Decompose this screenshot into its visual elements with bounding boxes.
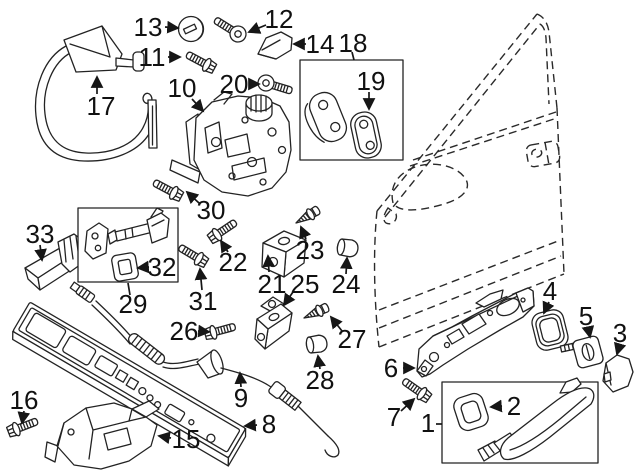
part-17-release-cable xyxy=(34,25,158,162)
callout-12: 12 xyxy=(265,4,294,34)
callout-2: 2 xyxy=(507,391,521,421)
callout-23: 23 xyxy=(296,235,325,265)
part-28-cap xyxy=(304,333,329,355)
callout-25: 25 xyxy=(291,269,320,299)
part-24-cap xyxy=(335,237,360,259)
part-7-bolt xyxy=(398,374,434,405)
kit-box-18 xyxy=(299,59,404,161)
part-1-door-handle xyxy=(477,377,595,462)
part-15-bracket xyxy=(44,400,160,470)
part-25-bracket xyxy=(254,296,293,350)
callout-6: 6 xyxy=(384,353,398,383)
callout-9: 9 xyxy=(234,383,248,413)
part-11-bolt xyxy=(182,47,219,76)
callout-1: 1 xyxy=(421,408,435,438)
callout-19: 19 xyxy=(357,66,386,96)
callout-labels: 13 12 11 14 18 19 17 10 20 30 33 32 29 3… xyxy=(10,4,628,454)
callout-4: 4 xyxy=(543,276,557,306)
callout-5: 5 xyxy=(579,301,593,331)
part-23-screw xyxy=(292,203,323,229)
door-mirror-patch xyxy=(391,163,469,211)
callout-11: 11 xyxy=(139,42,166,72)
callout-29: 29 xyxy=(119,289,148,319)
part-32-gasket xyxy=(111,252,139,282)
door-outline xyxy=(373,13,565,348)
callout-33: 33 xyxy=(26,219,55,249)
part-18-gasket xyxy=(304,91,348,143)
part-14-wedge-cap xyxy=(257,31,293,60)
callout-27: 27 xyxy=(338,324,367,354)
part-27-screw xyxy=(300,300,332,325)
callout-26: 26 xyxy=(170,316,199,346)
part-10-door-lock xyxy=(169,91,292,197)
part-19-gasket xyxy=(350,111,382,159)
callout-3: 3 xyxy=(613,318,627,348)
callout-leaders xyxy=(17,20,627,445)
callout-22: 22 xyxy=(219,247,248,277)
part-5-lock-cylinder xyxy=(559,335,604,369)
callout-14: 14 xyxy=(306,29,335,59)
kit-box-29 xyxy=(77,207,179,283)
door-handle-recess xyxy=(525,140,561,168)
part-31-bolt xyxy=(175,240,211,270)
part-2-gasket xyxy=(453,392,489,432)
callout-20: 20 xyxy=(220,69,249,99)
callout-30: 30 xyxy=(197,195,226,225)
callout-10: 10 xyxy=(168,73,197,103)
part-9-lock-cable xyxy=(69,281,340,458)
callout-15: 15 xyxy=(172,424,201,454)
part-29-door-check xyxy=(84,207,170,260)
callout-8: 8 xyxy=(262,409,276,439)
part-6-handle-carrier xyxy=(416,287,535,378)
part-3-handle-cap xyxy=(602,354,634,393)
part-30-bolt xyxy=(149,175,186,204)
kit-box-1 xyxy=(441,377,599,464)
callout-28: 28 xyxy=(306,365,335,395)
callout-32: 32 xyxy=(148,252,177,282)
part-13-plug-cap xyxy=(177,15,205,43)
callout-18: 18 xyxy=(339,28,368,58)
part-8-carrier-panel xyxy=(12,302,247,467)
callout-17: 17 xyxy=(87,91,116,121)
part-12-screw xyxy=(210,12,250,46)
callout-13: 13 xyxy=(134,12,163,42)
callout-24: 24 xyxy=(332,269,361,299)
callout-21: 21 xyxy=(258,269,287,299)
callout-16: 16 xyxy=(10,385,39,415)
callout-31: 31 xyxy=(189,286,218,316)
callout-7: 7 xyxy=(387,402,401,432)
part-26-bolt xyxy=(202,319,238,342)
